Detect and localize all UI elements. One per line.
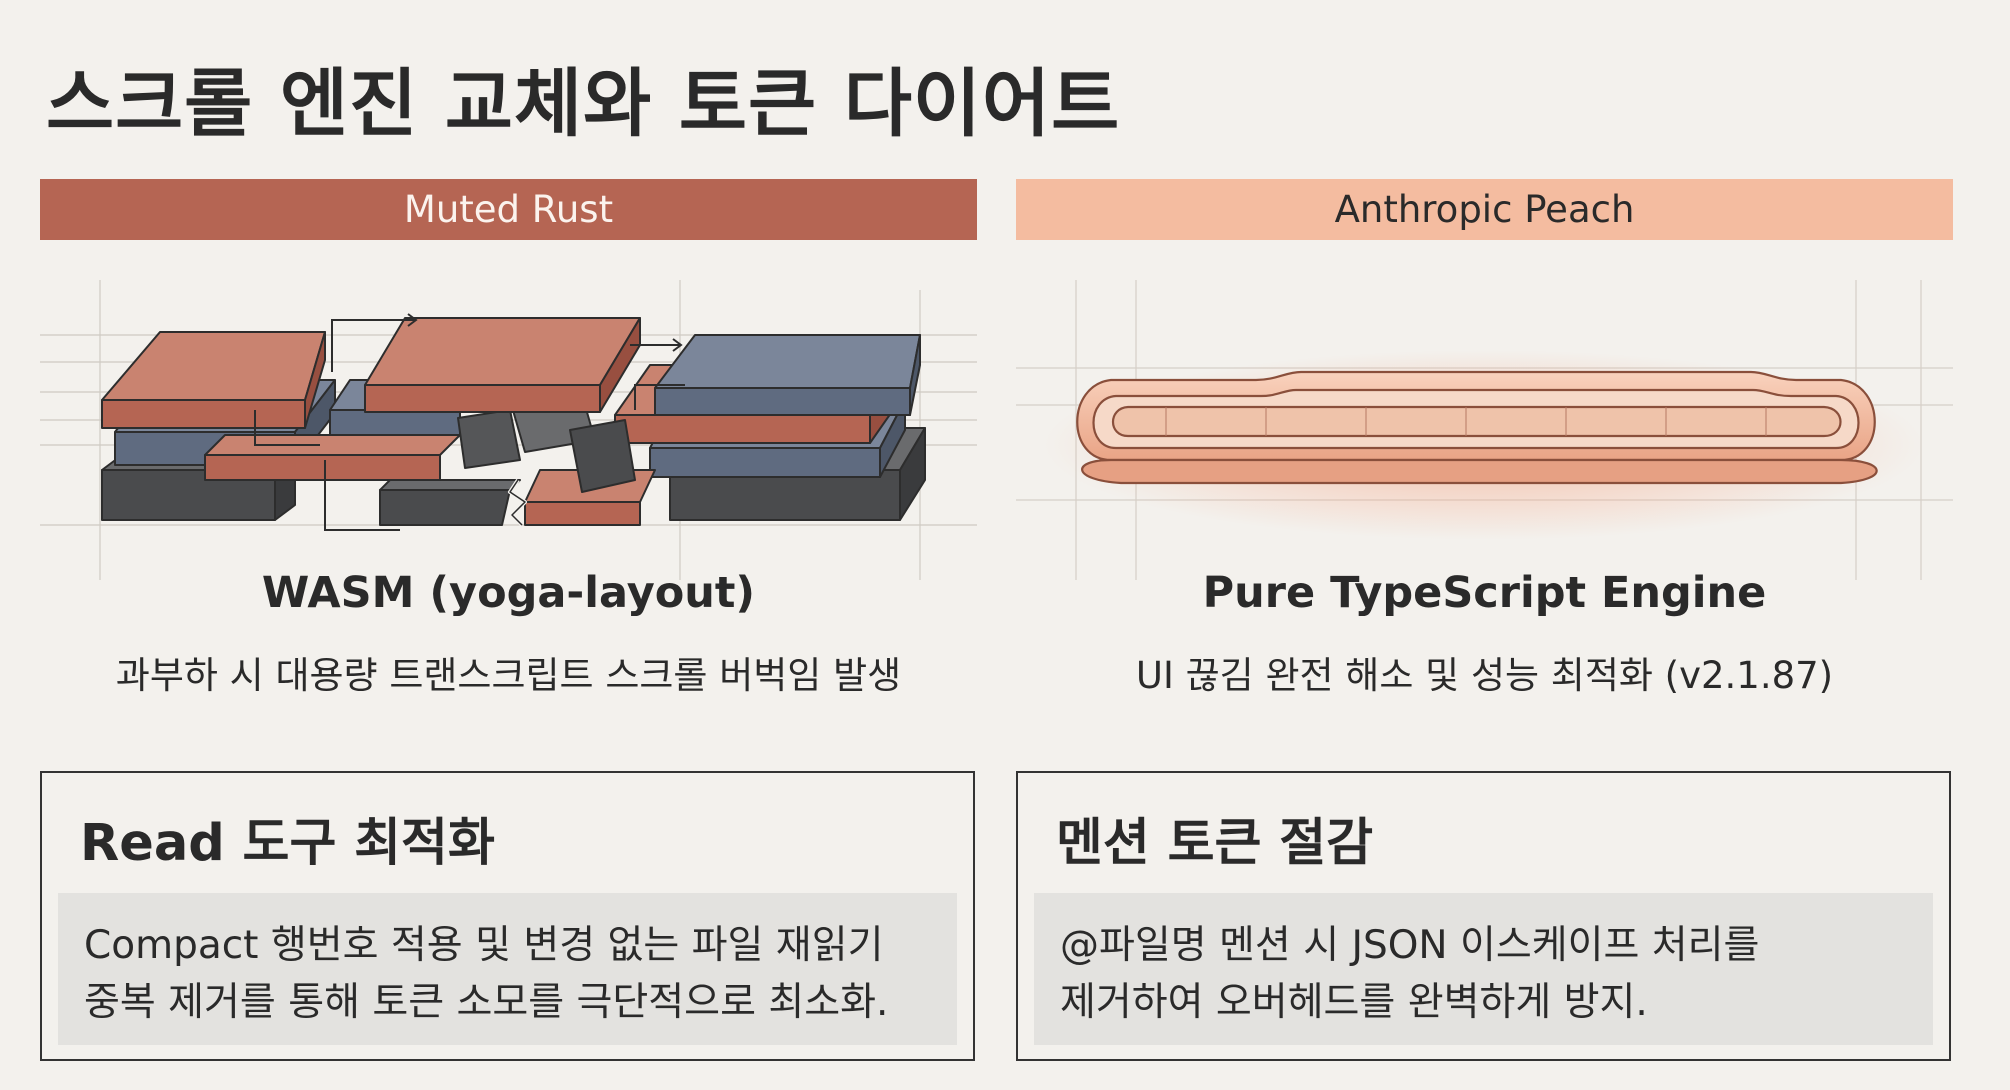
mention-token-card-title: 멘션 토큰 절감 (1056, 814, 1374, 873)
mention-token-card-body: @파일명 멘션 시 JSON 이스케이프 처리를 제거하여 오버헤드를 완벽하게… (1034, 893, 1933, 1045)
card-body-line: @파일명 멘션 시 JSON 이스케이프 처리를 (1060, 923, 1760, 968)
rust-top-layer (101, 317, 921, 429)
flow-arrows (254, 313, 685, 531)
card-body-line: 중복 제거를 통해 토큰 소모를 극단적으로 최소화. (84, 980, 889, 1025)
typescript-engine-subtitle: UI 끊김 완전 해소 및 성능 최적화 (v2.1.87) (1135, 654, 1834, 697)
wasm-engine-title: WASM (yoga-layout) (261, 568, 756, 618)
fractured-blocks-illustration (40, 280, 977, 590)
wasm-engine-subtitle: 과부하 시 대용량 트랜스크립트 스크롤 버벅임 발생 (115, 654, 902, 697)
band-details (1165, 407, 1767, 436)
card-body-line: Compact 행번호 적용 및 변경 없는 파일 재읽기 (84, 923, 884, 968)
mention-token-card: 멘션 토큰 절감 @파일명 멘션 시 JSON 이스케이프 처리를 제거하여 오… (1016, 771, 1951, 1061)
read-tool-card: Read 도구 최적화 Compact 행번호 적용 및 변경 없는 파일 재읽… (40, 771, 975, 1061)
read-tool-card-title: Read 도구 최적화 (80, 814, 495, 873)
typescript-engine-title: Pure TypeScript Engine (1202, 568, 1767, 618)
smooth-loop-illustration (1016, 280, 1953, 590)
read-tool-card-body: Compact 행번호 적용 및 변경 없는 파일 재읽기 중복 제거를 통해 … (58, 893, 957, 1045)
card-body-line: 제거하여 오버헤드를 완벽하게 방지. (1060, 980, 1648, 1025)
loop-band (1076, 370, 1878, 485)
muted-rust-header: Muted Rust (40, 179, 977, 240)
anthropic-peach-header: Anthropic Peach (1016, 179, 1953, 240)
page-title: 스크롤 엔진 교체와 토큰 다이어트 (46, 61, 1121, 147)
